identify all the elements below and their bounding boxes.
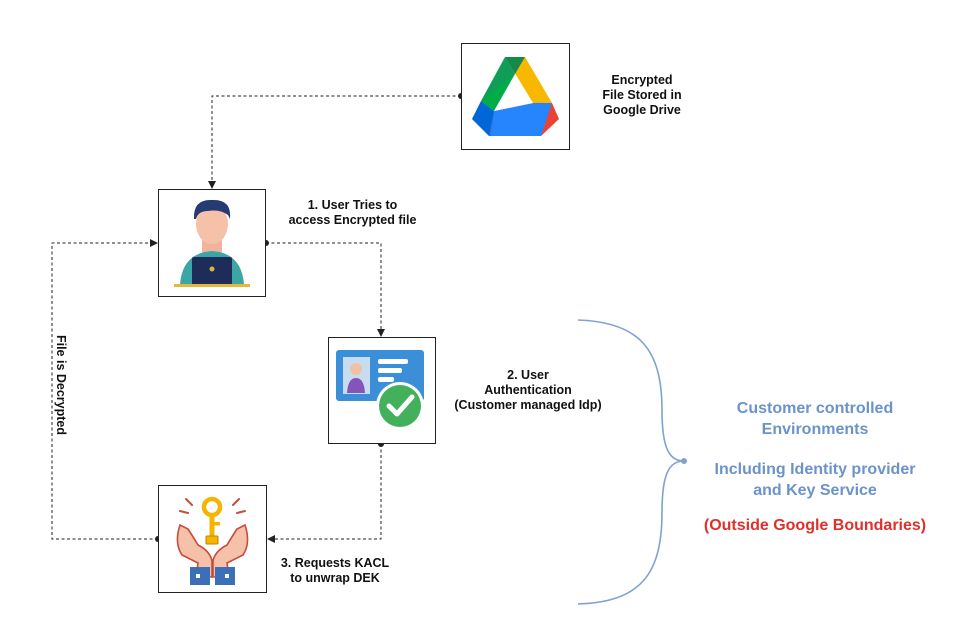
boundary-note: (Outside Google Boundaries)	[703, 517, 927, 534]
environment-description: Customer controlled Environments Includi…	[700, 398, 930, 536]
connector-key-to-user	[51, 239, 158, 540]
user-with-laptop-icon	[174, 199, 250, 287]
drive-node	[461, 43, 570, 150]
google-drive-icon	[472, 57, 559, 136]
environment-line1: Customer controlled	[736, 400, 894, 417]
environment-line4: and Key Service	[753, 482, 877, 499]
connector-drive-to-user	[208, 95, 461, 189]
environment-line2: Environments	[761, 421, 869, 438]
id-card-check-icon	[336, 350, 424, 430]
hands-holding-key-icon	[176, 496, 249, 585]
connector-user-to-auth	[266, 242, 385, 337]
decrypted-label: File is Decrypted	[54, 334, 68, 436]
auth-node	[328, 337, 436, 444]
environment-brace	[577, 319, 685, 605]
key-node	[158, 485, 267, 593]
brace-dot	[681, 458, 687, 464]
environment-spacer	[700, 440, 930, 459]
environment-line3: Including Identity provider	[714, 461, 916, 478]
environment-spacer	[700, 501, 930, 515]
user-node	[158, 189, 266, 297]
connector-auth-to-key	[267, 444, 382, 543]
